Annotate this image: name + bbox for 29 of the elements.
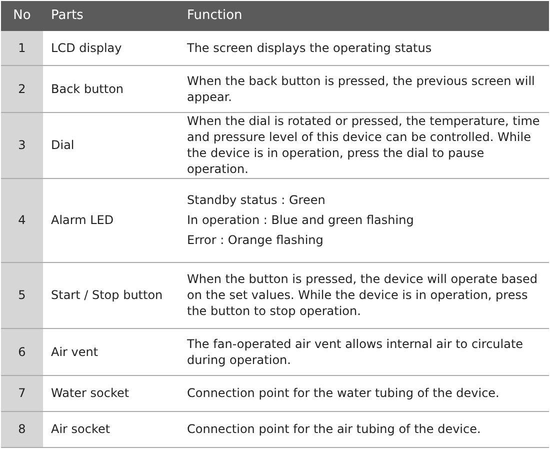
function-description: When the back button is pressed, the previous screen will appear. bbox=[179, 65, 549, 112]
part-name: Water socket bbox=[43, 375, 179, 411]
function-description: When the button is pressed, the device will operate based on the set values. While the device is in operation, press the button to stop operation. bbox=[179, 262, 549, 328]
part-name: Dial bbox=[43, 112, 179, 178]
function-description: Connection point for the water tubing of the device. bbox=[179, 375, 549, 411]
part-name: Start / Stop button bbox=[43, 262, 179, 328]
column-header: No bbox=[1, 1, 43, 31]
part-name: Air vent bbox=[43, 328, 179, 375]
part-name: Alarm LED bbox=[43, 178, 179, 262]
status-line: Error : Orange flashing bbox=[187, 232, 324, 249]
function-description: The screen displays the operating status bbox=[179, 31, 549, 65]
part-name: Air socket bbox=[43, 411, 179, 447]
row-number: 4 bbox=[1, 178, 43, 262]
function-description: When the dial is rotated or pressed, the temperature, time and pressure level of this device can be controlled. While the device is in operation, press the dial to pause operation. bbox=[179, 112, 549, 178]
row-number: 8 bbox=[1, 411, 43, 447]
row-number: 7 bbox=[1, 375, 43, 411]
row-number: 1 bbox=[1, 31, 43, 65]
row-number: 2 bbox=[1, 65, 43, 112]
part-name: Back button bbox=[43, 65, 179, 112]
column-header: Function bbox=[179, 1, 549, 31]
status-line: In operation : Blue and green flashing bbox=[187, 212, 415, 229]
part-name: LCD display bbox=[43, 31, 179, 65]
function-description: Connection point for the air tubing of the device. bbox=[179, 411, 549, 447]
function-description: The fan-operated air vent allows internal air to circulate during operation. bbox=[179, 328, 549, 375]
row-number: 5 bbox=[1, 262, 43, 328]
column-header: Parts bbox=[43, 1, 179, 31]
row-number: 3 bbox=[1, 112, 43, 178]
row-number: 6 bbox=[1, 328, 43, 375]
status-line: Standby status : Green bbox=[187, 192, 326, 209]
